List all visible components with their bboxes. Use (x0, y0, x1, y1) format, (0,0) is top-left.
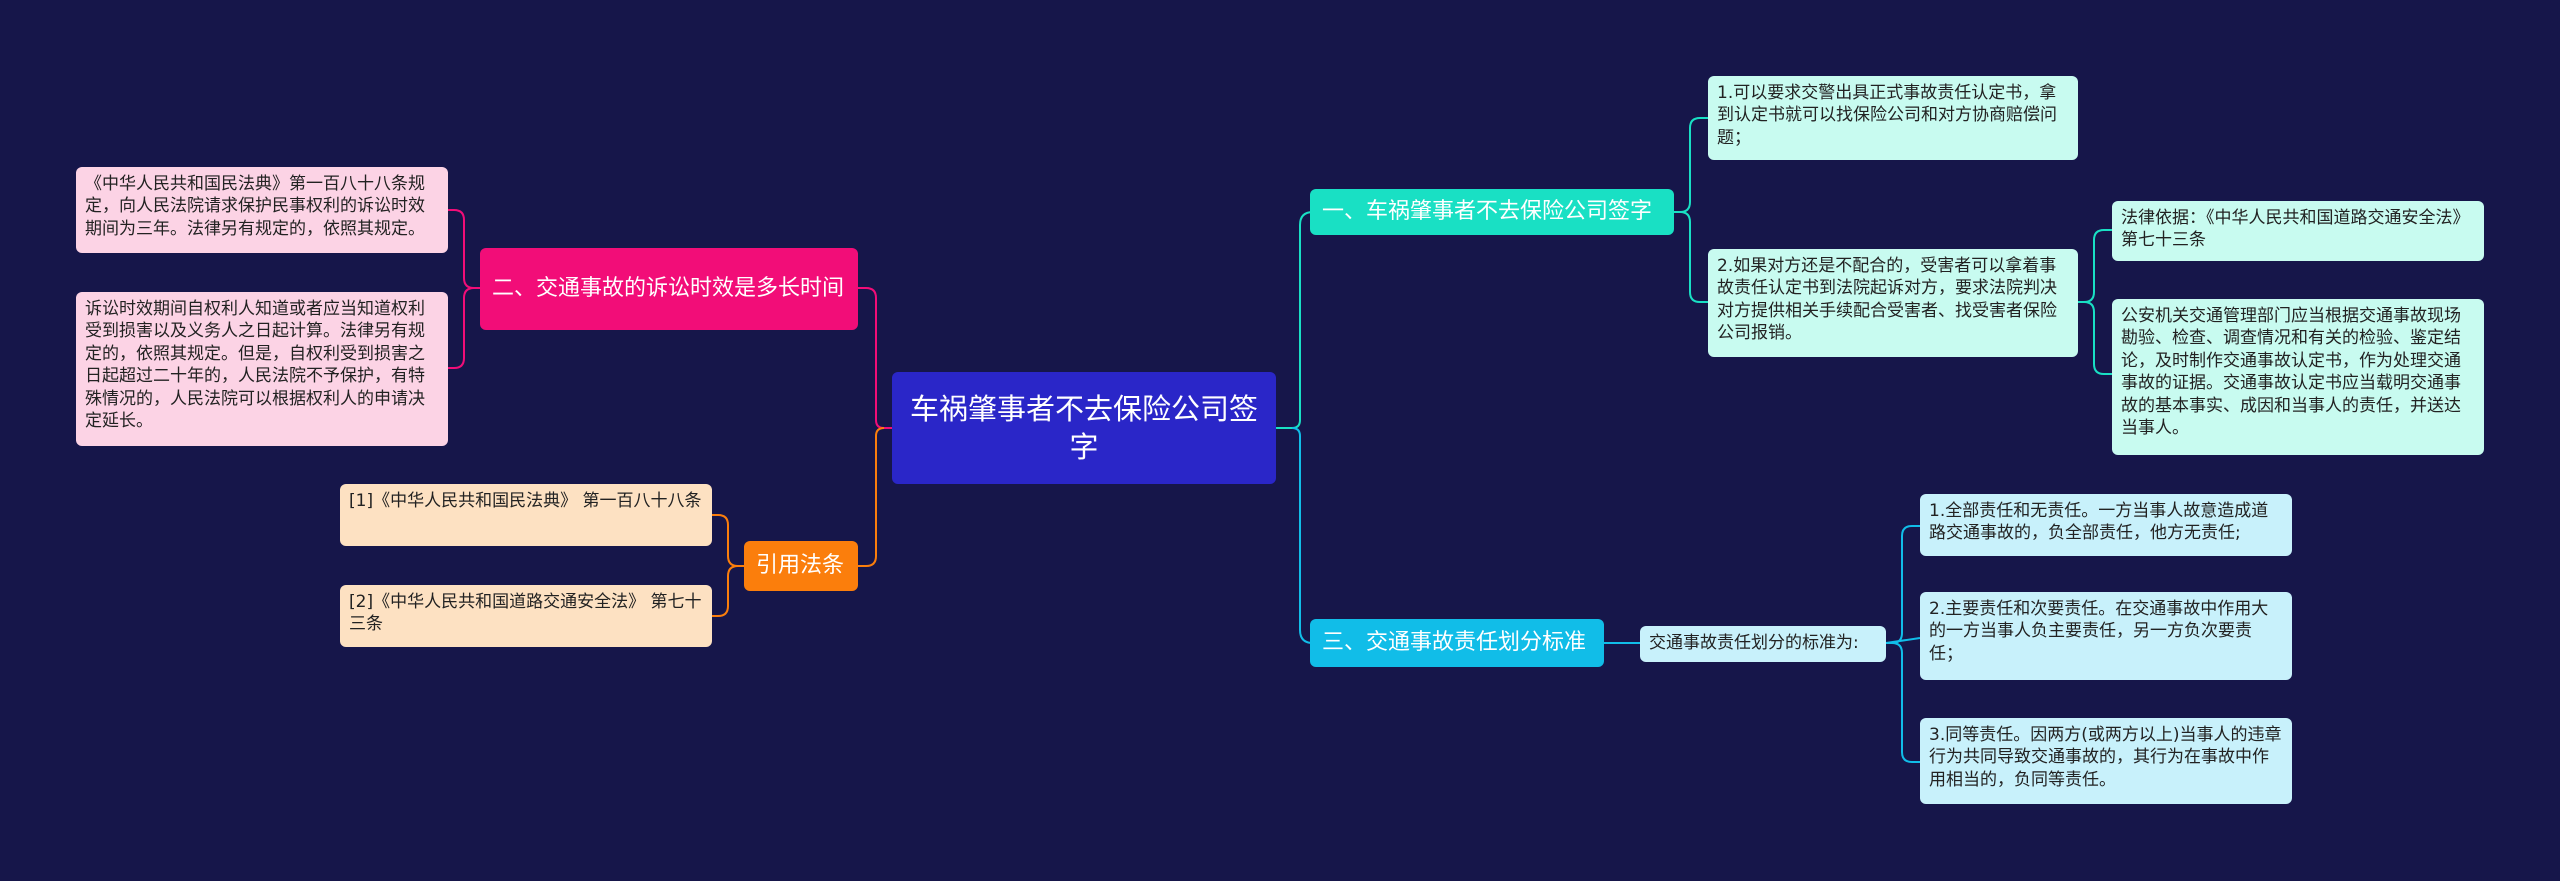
branch-b3-label: 三、交通事故责任划分标准 (1322, 630, 1587, 656)
leaf-b1-item2-text: 2.如果对方还是不配合的，受害者可以拿着事故责任认定书到法院起诉对方，要求法院判… (1717, 256, 2057, 344)
leaf-b3-item1[interactable]: 1.全部责任和无责任。一方当事人故意造成道路交通事故的，负全部责任，他方无责任; (1920, 494, 2292, 556)
root-label: 车祸肇事者不去保险公司签字 (909, 391, 1258, 464)
leaf-b3-item3[interactable]: 3.同等责任。因两方(或两方以上)当事人的违章行为共同导致交通事故的，其行为在事… (1920, 718, 2292, 804)
leaf-b3-item2[interactable]: 2.主要责任和次要责任。在交通事故中作用大的一方当事人负主要责任，另一方负次要责… (1920, 592, 2292, 680)
leaf-b3-item1-text: 1.全部责任和无责任。一方当事人故意造成道路交通事故的，负全部责任，他方无责任; (1929, 501, 2269, 544)
leaf-b1-item1-text: 1.可以要求交警出具正式事故责任认定书，拿到认定书就可以找保险公司和对方协商赔偿… (1717, 83, 2057, 148)
link-b1-item2-sub2 (2083, 301, 2112, 375)
link-b2-item1 (448, 209, 480, 289)
leaf-b1-item2-sub1[interactable]: 法律依据：《中华人民共和国道路交通安全法》第七十三条 (2112, 201, 2484, 261)
branch-b1-label: 一、车祸肇事者不去保险公司签字 (1322, 199, 1653, 225)
leaf-b4-item1-text: [1]《中华人民共和国民法典》 第一百八十八条 (349, 491, 702, 511)
link-root-b1 (1276, 211, 1314, 429)
branch-node-b1[interactable]: 一、车祸肇事者不去保险公司签字 (1310, 189, 1674, 235)
link-b2-item2 (448, 287, 475, 369)
leaf-b4-item2-text: [2]《中华人民共和国道路交通安全法》 第七十三条 (349, 592, 702, 635)
leaf-b2-item2[interactable]: 诉讼时效期间自权利人知道或者应当知道权利受到损害以及义务人之日起计算。法律另有规… (76, 292, 448, 446)
link-root-b4 (858, 427, 885, 567)
branch-b2-label: 二、交通事故的诉讼时效是多长时间 (492, 276, 845, 302)
leaf-b4-item1[interactable]: [1]《中华人民共和国民法典》 第一百八十八条 (340, 484, 712, 546)
link-b4-item2 (712, 565, 739, 617)
link-b1-item2 (1679, 211, 1708, 303)
branch-node-b3[interactable]: 三、交通事故责任划分标准 (1310, 619, 1604, 667)
leaf-b1-item2-sub1-text: 法律依据：《中华人民共和国道路交通安全法》第七十三条 (2121, 208, 2470, 251)
link-b4-item1 (712, 514, 744, 567)
leaf-b2-item2-text: 诉讼时效期间自权利人知道或者应当知道权利受到损害以及义务人之日起计算。法律另有规… (85, 299, 425, 432)
link-b1-item1 (1674, 117, 1708, 213)
mid-node-b3-text: 交通事故责任划分的标准为: (1649, 633, 1859, 653)
leaf-b4-item2[interactable]: [2]《中华人民共和国道路交通安全法》 第七十三条 (340, 585, 712, 647)
link-root-b2 (858, 287, 892, 429)
link-root-b3 (1291, 427, 1314, 644)
leaf-b3-item2-text: 2.主要责任和次要责任。在交通事故中作用大的一方当事人负主要责任，另一方负次要责… (1929, 599, 2269, 664)
leaf-b1-item2[interactable]: 2.如果对方还是不配合的，受害者可以拿着事故责任认定书到法院起诉对方，要求法院判… (1708, 249, 2078, 357)
leaf-b2-item1[interactable]: 《中华人民共和国民法典》第一百八十八条规定，向人民法院请求保护民事权利的诉讼时效… (76, 167, 448, 253)
leaf-b1-item2-sub2[interactable]: 公安机关交通管理部门应当根据交通事故现场勘验、检查、调查情况和有关的检验、鉴定结… (2112, 299, 2484, 455)
mid-node-b3[interactable]: 交通事故责任划分的标准为: (1640, 626, 1886, 662)
leaf-b3-item3-text: 3.同等责任。因两方(或两方以上)当事人的违章行为共同导致交通事故的，其行为在事… (1929, 725, 2282, 790)
link-b1-item2-sub1 (2078, 229, 2112, 303)
root-node[interactable]: 车祸肇事者不去保险公司签字 (892, 372, 1276, 484)
branch-node-b4[interactable]: 引用法条 (744, 541, 858, 591)
link-mid-item1 (1886, 525, 1920, 644)
leaf-b1-item2-sub2-text: 公安机关交通管理部门应当根据交通事故现场勘验、检查、调查情况和有关的检验、鉴定结… (2121, 306, 2461, 439)
link-mid-item2 (1885, 637, 1921, 644)
leaf-b2-item1-text: 《中华人民共和国民法典》第一百八十八条规定，向人民法院请求保护民事权利的诉讼时效… (85, 174, 425, 239)
leaf-b1-item1[interactable]: 1.可以要求交警出具正式事故责任认定书，拿到认定书就可以找保险公司和对方协商赔偿… (1708, 76, 2078, 160)
link-mid-item3 (1891, 642, 1920, 763)
branch-node-b2[interactable]: 二、交通事故的诉讼时效是多长时间 (480, 248, 858, 330)
branch-b4-label: 引用法条 (756, 553, 845, 579)
